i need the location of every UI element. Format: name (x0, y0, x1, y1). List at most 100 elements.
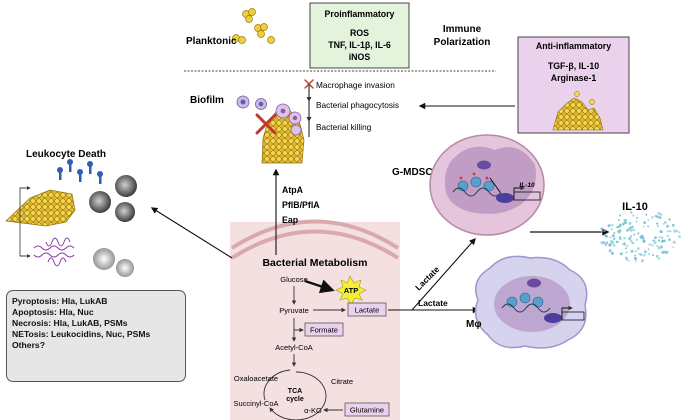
il10-dot (608, 249, 612, 253)
il10-dot (626, 244, 629, 248)
met-citrate: Citrate (331, 377, 353, 386)
anti-box-biofilm (552, 97, 604, 131)
il10-dot (642, 239, 645, 242)
il10-dot (633, 233, 636, 236)
il10-dot (630, 211, 633, 214)
membrane-arcs (230, 219, 400, 260)
il10-dot (618, 237, 622, 241)
il10-dot (641, 260, 644, 263)
gmdsc-gene (513, 191, 541, 201)
gmdsc-chromatin (457, 176, 495, 192)
formate-box (304, 322, 344, 337)
gmdsc-dna (452, 187, 502, 197)
il10-dot (653, 241, 657, 245)
lactate-label-upper: Lactate (413, 264, 441, 292)
il10-dot (611, 234, 615, 238)
effect-bacterial-killing: Bacterial killing (316, 122, 372, 132)
met-akg: α-KG (304, 406, 322, 415)
il10-dot (659, 213, 663, 216)
planktonic-label: Planktonic (186, 36, 237, 47)
met-lactate: Lactate (355, 306, 380, 315)
biofilm-immune-cells (236, 95, 302, 136)
il10-dot (631, 241, 635, 245)
gmdsc-inhibit (489, 177, 501, 193)
il10-dot (647, 225, 650, 228)
met-atp: ATP (344, 286, 358, 295)
il10-dot (608, 243, 612, 247)
il10-dot (628, 227, 632, 231)
proinflammatory-box (309, 2, 410, 69)
planktonic-bacteria (232, 8, 275, 44)
glutamine-box (344, 402, 390, 417)
il10-dot (634, 250, 638, 253)
il10-dot (641, 236, 645, 240)
il10-dot (644, 250, 647, 254)
il10-dot (624, 221, 628, 225)
immune-polarization-line-1: Immune (443, 24, 482, 35)
il10-dot (632, 214, 635, 217)
il10-dot (659, 229, 663, 234)
il10-dot (621, 222, 625, 226)
il10-dot (662, 222, 665, 225)
il10-dot (656, 244, 659, 247)
il10-dot (635, 238, 638, 241)
mechanism-pyroptosis: Pyroptosis: Hla, LukAB (12, 296, 108, 306)
il10-dot (635, 220, 638, 223)
il10-dot (660, 245, 663, 249)
il10-dot (669, 230, 672, 233)
il10-dot (647, 219, 650, 222)
met-pyruvate: Pyruvate (279, 306, 309, 315)
leukocyte-arrow (150, 207, 233, 259)
met-acetyl-coa: Acetyl-CoA (275, 343, 313, 352)
gmdsc-il10-gene-label: IL-10 (519, 182, 535, 189)
macrophage-label: Mφ (466, 319, 481, 330)
leukocyte-death-mechanisms-box: Pyroptosis: Hla, LukAB Apoptosis: Hla, N… (6, 290, 186, 382)
il10-dot (665, 250, 669, 254)
il10-dot (678, 231, 681, 234)
il10-dot (619, 223, 622, 226)
il10-dot (647, 248, 650, 251)
il10-dot (610, 251, 614, 255)
tca-cycle-arc-2 (263, 369, 291, 401)
metabolism-title: Bacterial Metabolism (262, 257, 367, 269)
met-tca-1: TCA (288, 388, 302, 395)
biofilm-label: Biofilm (190, 95, 224, 106)
il10-dot (661, 239, 664, 243)
met-glutamine: Glutamine (350, 406, 384, 415)
il10-dot (648, 243, 651, 246)
il10-dot (657, 246, 661, 250)
gmdsc-writer-enzyme (477, 160, 491, 170)
anti-inflammatory-title: Anti-inflammatory (536, 41, 611, 51)
il10-dot (611, 241, 614, 244)
factor-pflb: PflB/PflA (282, 200, 320, 210)
il10-dot (618, 229, 622, 233)
il10-dot (615, 240, 619, 244)
il10-dot (612, 244, 616, 247)
tca-cycle-arc (269, 371, 327, 420)
proinflammatory-line-2: TNF, IL-1β, IL-6 (328, 40, 391, 50)
il10-dot (628, 237, 632, 241)
il10-dot (628, 221, 632, 225)
il10-dot (610, 228, 613, 231)
il10-dot (676, 230, 679, 233)
mechanism-apoptosis: Apoptosis: Hla, Nuc (12, 307, 94, 317)
il10-dot (623, 218, 627, 222)
il10-dot (657, 239, 661, 242)
il10-dot (600, 227, 604, 231)
il10-dot (672, 246, 675, 249)
il10-dot (600, 230, 603, 233)
mechanism-necrosis: Necrosis: Hla, LukAB, PSMs (12, 318, 128, 328)
il10-dot (660, 236, 664, 240)
il10-dot (619, 252, 623, 256)
met-glucose: Glucose (280, 275, 308, 284)
il10-dot (668, 218, 671, 221)
il10-dot (651, 244, 654, 247)
il10-dot (666, 230, 669, 233)
proinflammatory-title: Proinflammatory (325, 9, 395, 19)
il10-dot (629, 240, 633, 243)
il10-dot (655, 254, 659, 258)
il10-dot (626, 229, 629, 232)
effect-bacterial-phagocytosis: Bacterial phagocytosis (316, 100, 399, 110)
il10-dot (672, 240, 676, 244)
